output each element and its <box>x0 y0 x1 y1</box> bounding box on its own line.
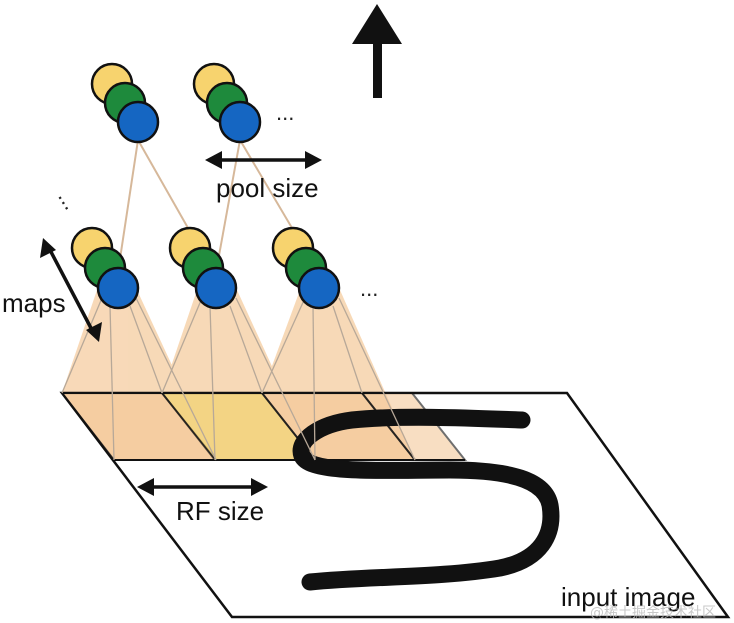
pool-unit-1-blue <box>116 100 160 144</box>
pool-unit-2-blue <box>218 100 262 144</box>
pooling-unit-2 <box>192 62 262 144</box>
conv-unit-2 <box>168 226 238 310</box>
conv-unit-3-blue <box>297 266 341 310</box>
pooling-unit-1 <box>90 62 160 144</box>
rf-connection-lines <box>61 297 416 461</box>
pool-size-arrow <box>205 151 322 169</box>
watermark-text: @稀土掘金技术社区 <box>590 605 716 621</box>
conv-unit-2-blue <box>194 266 238 310</box>
input-image-label: input image <box>561 582 695 612</box>
conv-unit-1 <box>70 226 140 310</box>
rf-size-label: RF size <box>176 496 264 526</box>
conv-unit-1-blue <box>96 266 140 310</box>
ellipsis-left: ... <box>53 185 84 214</box>
handwritten-digit <box>292 408 560 591</box>
digit-stroke <box>292 408 560 591</box>
double-arrow-icon <box>205 151 222 169</box>
up-arrow-icon <box>352 4 402 98</box>
conv-unit-3 <box>271 226 341 310</box>
ellipsis-top-right: ... <box>276 100 294 125</box>
receptive-field-patches <box>59 392 468 461</box>
maps-label: maps <box>2 288 66 318</box>
pool-size-label: pool size <box>216 173 319 203</box>
ellipsis-middle-right: ... <box>360 276 378 301</box>
rf-size-arrow <box>137 478 268 496</box>
maps-arrow <box>40 238 102 342</box>
